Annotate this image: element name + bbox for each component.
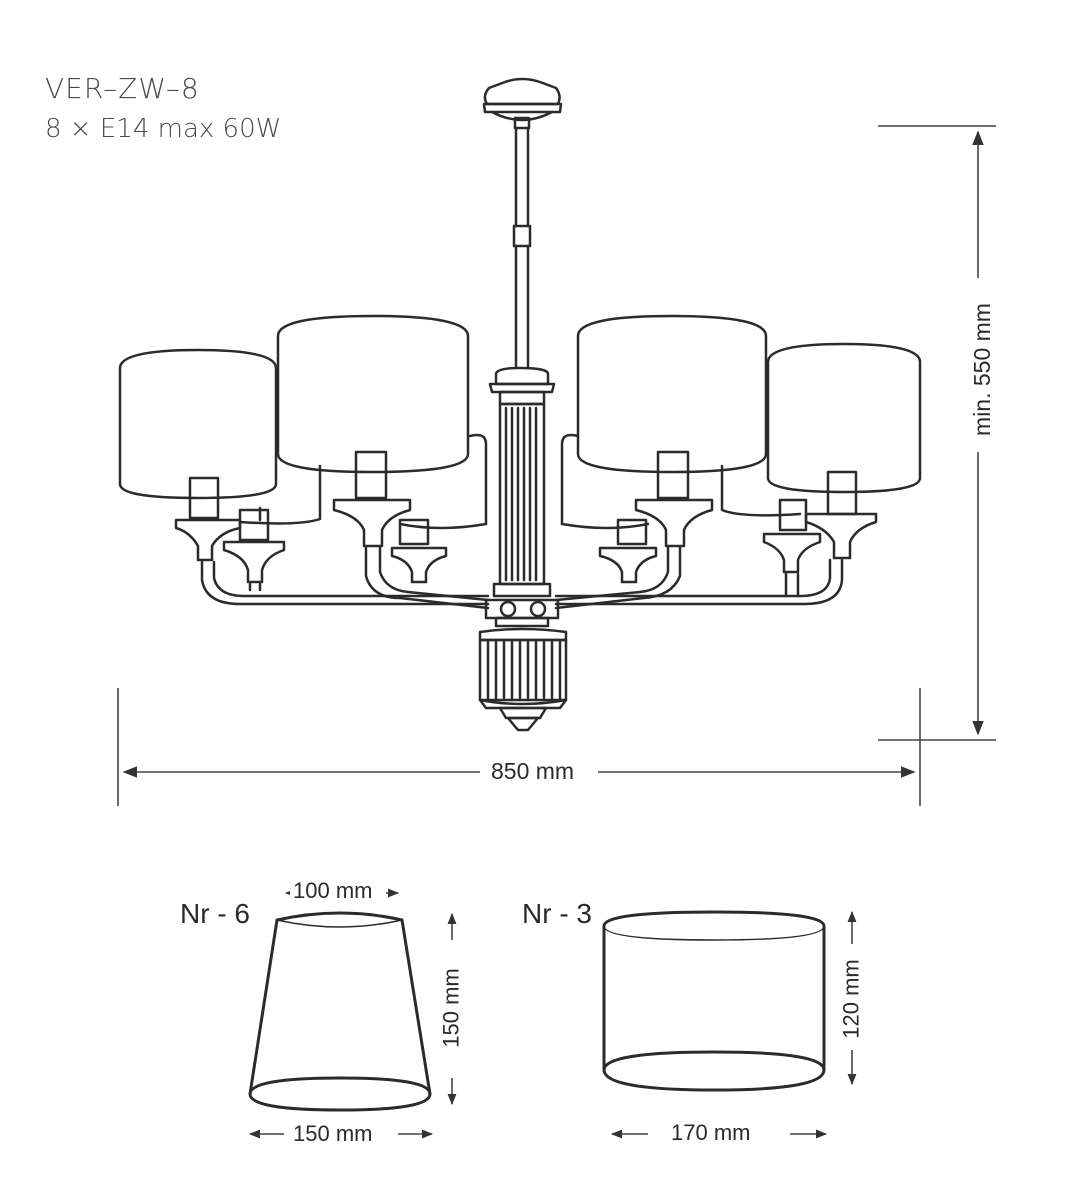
ceiling-canopy [482,77,563,130]
shade-nr6-dimensions [248,888,457,1139]
shade-back-right-1 [560,433,650,530]
shade-right-outer [762,342,922,574]
suspension-rod [512,126,532,368]
shade-left-inner [276,314,470,548]
shade-nr3-drawing [602,910,826,1092]
shade-back-left-2 [398,433,488,530]
central-column [478,366,568,732]
shade-nr6-bottom-diameter: 150 mm [290,1121,376,1147]
shade-nr3-label: Nr - 3 [522,898,592,929]
shade-back-right-2 [720,464,802,517]
shade-nr6-drawing [248,911,432,1112]
shade-nr3-dimensions [610,910,857,1139]
model-code: VER–ZW–8 [45,72,200,105]
chandelier-arms [200,546,844,610]
shade-left-outer [118,348,278,562]
shade-nr6-height: 150 mm [438,964,465,1052]
shade-nr6-top-diameter: 100 mm [290,878,376,904]
dimension-lines [117,125,996,806]
bulb-spec: 8 × E14 max 60W [45,114,282,144]
shade-nr6-label: Nr - 6 [180,898,250,929]
shade-nr3-diameter: 170 mm [668,1120,754,1146]
width-dimension-label: 850 mm [488,758,578,785]
candle-left-inner [222,508,448,584]
shade-nr3-height: 120 mm [838,955,865,1043]
shade-right-inner [576,314,768,584]
height-dimension-label: min. 550 mm [968,299,996,440]
